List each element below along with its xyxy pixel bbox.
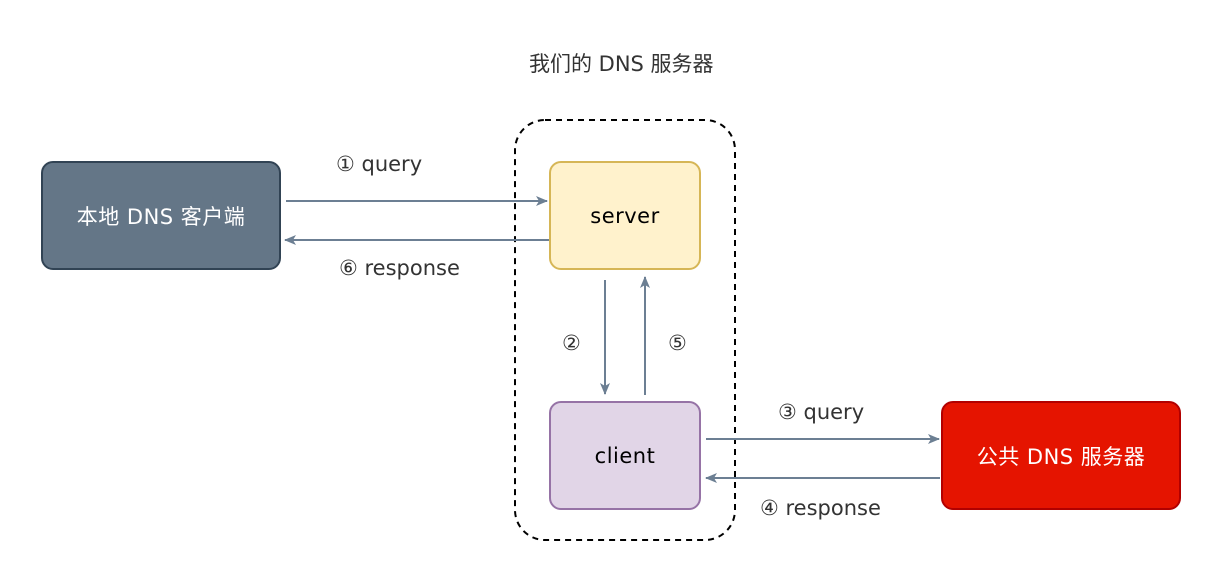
server-node: server [549, 161, 701, 270]
server-label: server [590, 203, 660, 228]
edge-label-step1-query: ① query [336, 152, 423, 176]
edge-label-step3-query: ③ query [778, 400, 865, 424]
public-dns-server-label: 公共 DNS 服务器 [976, 444, 1146, 469]
public-dns-server-node: 公共 DNS 服务器 [941, 401, 1181, 510]
group-boundary [514, 119, 736, 541]
edge-label-step2: ② [562, 331, 581, 355]
client-node: client [549, 401, 701, 510]
edge-label-step4-response: ④ response [760, 496, 881, 520]
client-label: client [594, 443, 656, 468]
edge-label-step5: ⑤ [668, 331, 687, 355]
local-dns-client-node: 本地 DNS 客户端 [41, 161, 281, 270]
edge-label-step6-response: ⑥ response [339, 256, 460, 280]
local-dns-client-label: 本地 DNS 客户端 [76, 204, 246, 229]
group-title: 我们的 DNS 服务器 [529, 52, 714, 76]
